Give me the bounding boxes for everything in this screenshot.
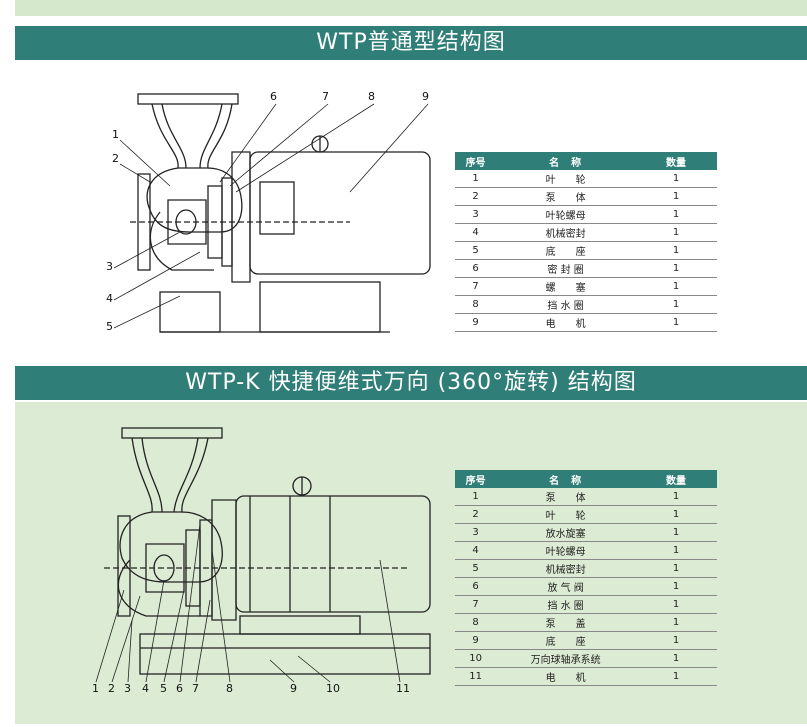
section2-title: WTP-K 快捷便维式万向 (360°旋转) 结构图 bbox=[15, 366, 807, 400]
s2-callout-2: 2 bbox=[108, 682, 115, 695]
s2-callout-3: 3 bbox=[124, 682, 131, 695]
s2-callout-9: 9 bbox=[290, 682, 297, 695]
col-header-name: 名 称 bbox=[496, 470, 636, 488]
col-header-index: 序号 bbox=[455, 152, 497, 170]
s1-callout-7: 7 bbox=[322, 90, 329, 103]
s1-callout-3: 3 bbox=[106, 260, 113, 273]
section1-diagram: 1 2 3 4 5 6 7 8 9 bbox=[106, 90, 431, 333]
s2-callout-4: 4 bbox=[142, 682, 149, 695]
s1-callout-2: 2 bbox=[112, 152, 119, 165]
s1-callout-8: 8 bbox=[368, 90, 375, 103]
s2-callout-7: 7 bbox=[192, 682, 199, 695]
s1-callout-1: 1 bbox=[112, 128, 119, 141]
s1-callout-4: 4 bbox=[106, 292, 113, 305]
s2-callout-6: 6 bbox=[176, 682, 183, 695]
s2-callout-11: 11 bbox=[396, 682, 410, 695]
s2-callout-5: 5 bbox=[160, 682, 167, 695]
s1-callout-6: 6 bbox=[270, 90, 277, 103]
col-header-qty: 数量 bbox=[635, 152, 717, 170]
col-header-index: 序号 bbox=[455, 470, 497, 488]
top-strip bbox=[15, 0, 807, 16]
s2-callout-1: 1 bbox=[92, 682, 99, 695]
s2-callout-10: 10 bbox=[326, 682, 340, 695]
s1-callout-5: 5 bbox=[106, 320, 113, 333]
s1-callout-9: 9 bbox=[422, 90, 429, 103]
section1-title: WTP普通型结构图 bbox=[15, 26, 807, 60]
col-header-qty: 数量 bbox=[635, 470, 717, 488]
section2-diagram: 1 2 3 4 5 6 7 8 9 10 11 bbox=[92, 427, 431, 695]
col-header-name: 名 称 bbox=[496, 152, 636, 170]
s2-callout-8: 8 bbox=[226, 682, 233, 695]
